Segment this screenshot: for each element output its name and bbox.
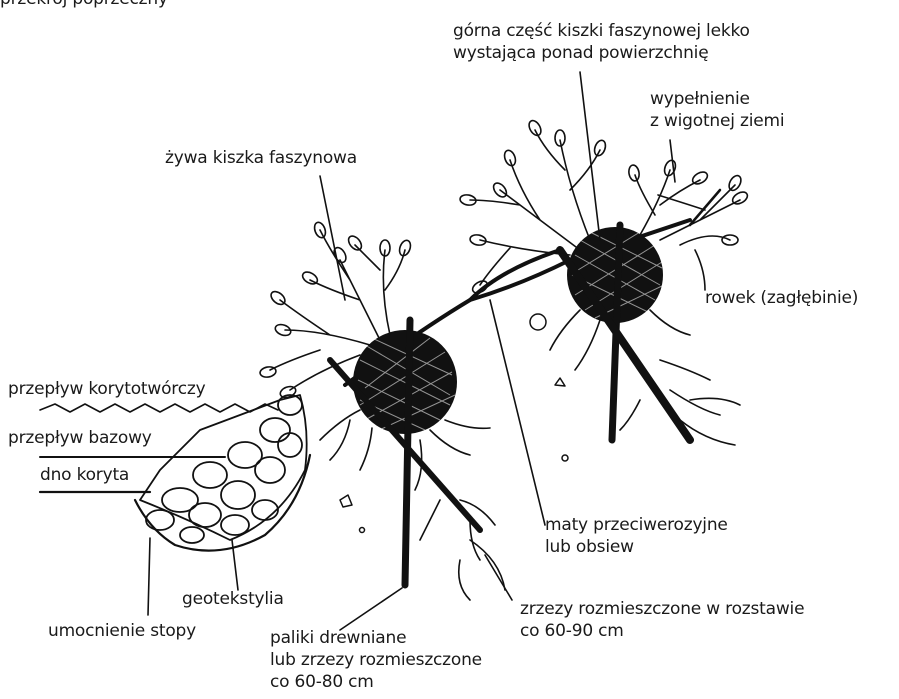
label-toe-protection: umocnienie stopy xyxy=(48,620,196,642)
label-wooden-stakes: paliki drewniane lub zrzezy rozmieszczon… xyxy=(270,627,482,693)
label-geotextile: geotekstylia xyxy=(182,588,284,610)
label-live-fascine: żywa kiszka faszynowa xyxy=(165,147,357,169)
label-channel-forming-flow: przepływ korytotwórczy xyxy=(8,378,205,400)
diagram-title: przekrój poprzeczny xyxy=(0,0,168,10)
label-cuttings-spacing: zrzezy rozmieszczone w rozstawie co 60-9… xyxy=(520,598,804,642)
label-erosion-mats: maty przeciwerozyjne lub obsiew xyxy=(545,514,728,558)
toe-protection-rocks xyxy=(135,395,310,551)
label-top-fascine: górna część kiszki faszynowej lekko wyst… xyxy=(453,20,750,64)
label-base-flow: przepływ bazowy xyxy=(8,427,152,449)
label-channel-bed: dno koryta xyxy=(40,464,129,486)
label-groove: rowek (zagłębinie) xyxy=(705,287,858,309)
label-fill-soil: wypełnienie z wigotnej ziemi xyxy=(650,88,784,132)
